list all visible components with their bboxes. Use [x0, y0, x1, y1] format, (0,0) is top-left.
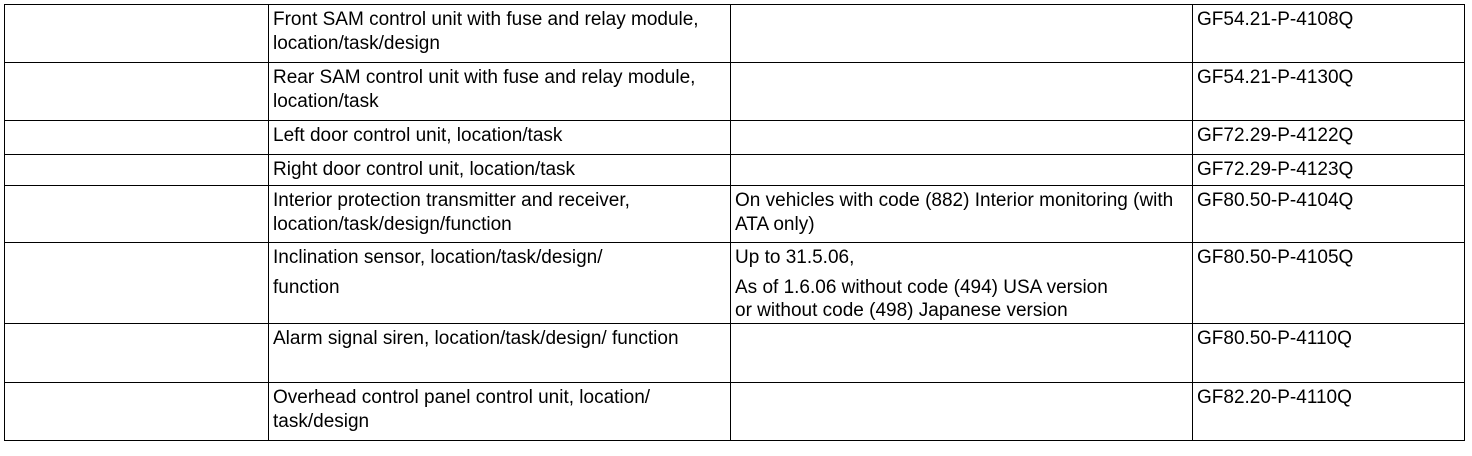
reference-cell: GF54.21-P-4130Q [1192, 62, 1465, 121]
component-title-cell: Right door control unit, location/task [268, 154, 731, 186]
note-cell: On vehicles with code (882) Interior mon… [730, 185, 1193, 243]
empty-cell [4, 154, 269, 186]
table-row: Front SAM control unit with fuse and rel… [4, 4, 1465, 63]
note-cell [730, 120, 1193, 155]
reference-cell: GF80.50-P-4110Q [1192, 323, 1465, 383]
table-row: Left door control unit, location/task GF… [4, 120, 1465, 155]
table-row: Rear SAM control unit with fuse and rela… [4, 62, 1465, 121]
component-title-cell: Overhead control panel control unit, loc… [268, 382, 731, 441]
empty-cell [4, 242, 269, 324]
reference-code: GF80.50-P-4104Q [1197, 190, 1354, 211]
component-title-cell: Front SAM control unit with fuse and rel… [268, 4, 731, 63]
component-title-cell: Interior protection transmitter and rece… [268, 185, 731, 243]
reference-cell: GF82.20-P-4110Q [1192, 382, 1465, 441]
note-line: As of 1.6.06 without code (494) USA vers… [735, 277, 1108, 298]
reference-code: GF72.29-P-4123Q [1197, 159, 1354, 180]
component-title-cell: Rear SAM control unit with fuse and rela… [268, 62, 731, 121]
empty-cell [4, 4, 269, 63]
table-row: Right door control unit, location/task G… [4, 154, 1465, 186]
reference-code: GF54.21-P-4130Q [1197, 67, 1354, 88]
reference-cell: GF80.50-P-4104Q [1192, 185, 1465, 243]
reference-cell: GF80.50-P-4105Q [1192, 242, 1465, 324]
component-title: Interior protection transmitter and rece… [273, 190, 630, 235]
empty-cell [4, 62, 269, 121]
note-line: or without code (498) Japanese version [735, 300, 1068, 321]
note-text: On vehicles with code (882) Interior mon… [735, 190, 1174, 235]
document-table: Front SAM control unit with fuse and rel… [4, 4, 1465, 441]
table-row: Overhead control panel control unit, loc… [4, 382, 1465, 441]
component-title: Right door control unit, location/task [273, 159, 576, 180]
empty-cell [4, 382, 269, 441]
note-cell [730, 4, 1193, 63]
component-title-cell: Alarm signal siren, location/task/design… [268, 323, 731, 383]
empty-cell [4, 185, 269, 243]
note-cell [730, 154, 1193, 186]
component-title: Alarm signal siren, location/task/design… [273, 328, 679, 349]
empty-cell [4, 120, 269, 155]
component-title-cell: Inclination sensor, location/task/design… [268, 242, 731, 324]
note-cell [730, 323, 1193, 383]
component-title: Overhead control panel control unit, loc… [273, 387, 651, 432]
component-title-line: Inclination sensor, location/task/design… [273, 247, 603, 268]
note-cell: Up to 31.5.06, As of 1.6.06 without code… [730, 242, 1193, 324]
component-title: Left door control unit, location/task [273, 125, 563, 146]
reference-code: GF72.29-P-4122Q [1197, 125, 1354, 146]
reference-code: GF80.50-P-4105Q [1197, 247, 1354, 268]
component-title: Front SAM control unit with fuse and rel… [273, 9, 699, 54]
note-cell [730, 382, 1193, 441]
reference-cell: GF72.29-P-4123Q [1192, 154, 1465, 186]
note-line: Up to 31.5.06, [735, 247, 855, 268]
reference-code: GF82.20-P-4110Q [1197, 387, 1352, 408]
component-title: Rear SAM control unit with fuse and rela… [273, 67, 696, 112]
component-title-cell: Left door control unit, location/task [268, 120, 731, 155]
component-title-line: function [273, 277, 340, 298]
table-row: Alarm signal siren, location/task/design… [4, 323, 1465, 383]
reference-cell: GF72.29-P-4122Q [1192, 120, 1465, 155]
empty-cell [4, 323, 269, 383]
reference-code: GF80.50-P-4110Q [1197, 328, 1352, 349]
table-row: Interior protection transmitter and rece… [4, 185, 1465, 243]
reference-code: GF54.21-P-4108Q [1197, 9, 1354, 30]
reference-cell: GF54.21-P-4108Q [1192, 4, 1465, 63]
note-cell [730, 62, 1193, 121]
table-row: Inclination sensor, location/task/design… [4, 242, 1465, 324]
